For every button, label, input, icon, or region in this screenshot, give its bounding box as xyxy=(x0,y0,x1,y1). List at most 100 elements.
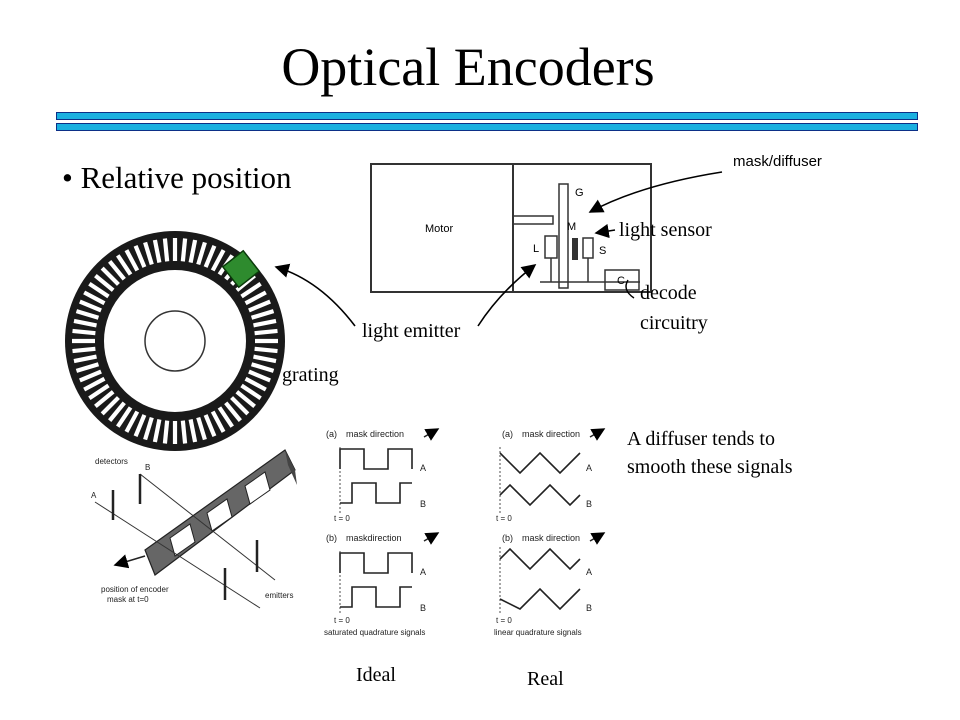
ideal-b-direction: maskdirection xyxy=(346,533,402,543)
grating-slit xyxy=(244,290,267,306)
grating-slit xyxy=(73,354,97,364)
diffuser-note-line2: smooth these signals xyxy=(627,456,793,478)
grating-slit xyxy=(210,410,226,433)
ideal-wave-a2 xyxy=(339,552,413,574)
l-label: L xyxy=(533,243,539,255)
real-t0-2: t = 0 xyxy=(496,616,512,625)
grating-slit xyxy=(248,369,271,383)
grating-slit xyxy=(100,266,120,286)
grating-slit xyxy=(143,416,154,441)
grating-slit xyxy=(152,239,162,263)
decode-label: decode xyxy=(640,282,697,304)
real-wave-a1 xyxy=(499,451,581,475)
real-wave-a2 xyxy=(499,547,581,571)
light-emitter-label: light emitter xyxy=(362,320,461,342)
grating-slit xyxy=(88,383,110,400)
grating-slit xyxy=(116,406,133,428)
grating-slit xyxy=(72,328,96,336)
grating-slit xyxy=(180,420,188,444)
grating-slit xyxy=(254,328,278,336)
ideal-wave-a1 xyxy=(339,448,413,470)
real-a-label: (a) xyxy=(502,429,513,439)
position-label-1: position of encoder xyxy=(101,585,169,594)
grating-slit xyxy=(72,346,96,354)
grating-slit xyxy=(196,241,207,266)
ideal-a-direction: mask direction xyxy=(346,429,404,439)
diffuser-note-line1: A diffuser tends to xyxy=(627,428,775,450)
grating-label: grating xyxy=(282,364,339,386)
real-wave-b1 xyxy=(499,483,581,507)
mask-window-2 xyxy=(206,498,233,532)
grating-slit xyxy=(253,318,277,328)
grating-slit xyxy=(248,299,271,313)
grating-slit xyxy=(196,416,207,441)
grating-disc-g xyxy=(558,183,569,289)
real-b1-signal: B xyxy=(586,499,592,509)
grating-slit xyxy=(100,396,120,416)
mask-window-1 xyxy=(169,523,196,557)
grating-slit xyxy=(79,369,102,383)
grating-slit xyxy=(75,309,100,320)
grating-slit xyxy=(210,249,226,272)
real-wave-b2 xyxy=(499,587,581,611)
grating-slit xyxy=(240,383,262,400)
encoder-wheel-diagram xyxy=(65,231,285,451)
real-caption: linear quadrature signals xyxy=(494,628,582,637)
grating-slit xyxy=(133,414,147,437)
mask-window-3 xyxy=(244,471,271,505)
grating-slit xyxy=(230,396,250,416)
ideal-t0-2: t = 0 xyxy=(334,616,350,625)
position-label-2: mask at t=0 xyxy=(107,595,149,604)
real-signals-figure: (a) mask direction A B t = 0 (b) mask di… xyxy=(494,428,606,637)
grating-slit xyxy=(83,290,106,306)
wheel-hub xyxy=(144,310,206,372)
grating-slit xyxy=(73,318,97,328)
grating-slit xyxy=(188,239,198,263)
grating-slit xyxy=(94,390,115,408)
ideal-signals-figure: (a) mask direction A B t = 0 (b) maskdir… xyxy=(324,428,440,637)
title-rule-bottom xyxy=(56,123,918,131)
grating-slit xyxy=(180,238,188,262)
grating-slit xyxy=(254,346,278,354)
grating-slit xyxy=(224,401,242,422)
emitters-label: emitters xyxy=(265,591,293,600)
grating-slit xyxy=(79,299,102,313)
grating-slit xyxy=(108,260,126,281)
slide-title: Optical Encoders xyxy=(281,37,655,97)
title-rule-top xyxy=(56,112,918,120)
grating-slit xyxy=(188,419,198,443)
grating-slit xyxy=(124,410,140,433)
ideal-a-label: (a) xyxy=(326,429,337,439)
bullet-relative-position: • Relative position xyxy=(62,160,292,195)
real-b-direction: mask direction xyxy=(522,533,580,543)
motor-label: Motor xyxy=(425,223,453,235)
emitter-l xyxy=(544,235,558,259)
s-label: S xyxy=(599,245,606,257)
grating-slit xyxy=(94,274,115,292)
grating-slit xyxy=(108,401,126,422)
light-sensor-label: light sensor xyxy=(619,219,712,241)
grating-slit xyxy=(75,362,100,373)
g-label: G xyxy=(575,187,584,199)
ideal-a1-signal: A xyxy=(420,463,426,473)
grating-slit xyxy=(203,414,217,437)
detectors-label: detectors xyxy=(95,457,128,466)
grating-slit xyxy=(116,254,133,276)
grating-slit xyxy=(250,362,275,373)
grating-slit xyxy=(162,420,170,444)
real-a2-signal: A xyxy=(586,567,592,577)
grating-slit xyxy=(88,282,110,299)
mask-a-label: A xyxy=(91,491,97,500)
light-emitter-block xyxy=(221,249,261,289)
decoder-c xyxy=(604,269,640,291)
circuitry-label: circuitry xyxy=(640,312,708,334)
ideal-wave-b2 xyxy=(340,586,412,608)
motor-shaft xyxy=(512,215,554,225)
ideal-caption-label: Ideal xyxy=(356,664,396,686)
grating-slit xyxy=(253,354,277,364)
real-b2-signal: B xyxy=(586,603,592,613)
ideal-b-label: (b) xyxy=(326,533,337,543)
grating-slit xyxy=(83,376,106,392)
grating-slit xyxy=(244,376,267,392)
